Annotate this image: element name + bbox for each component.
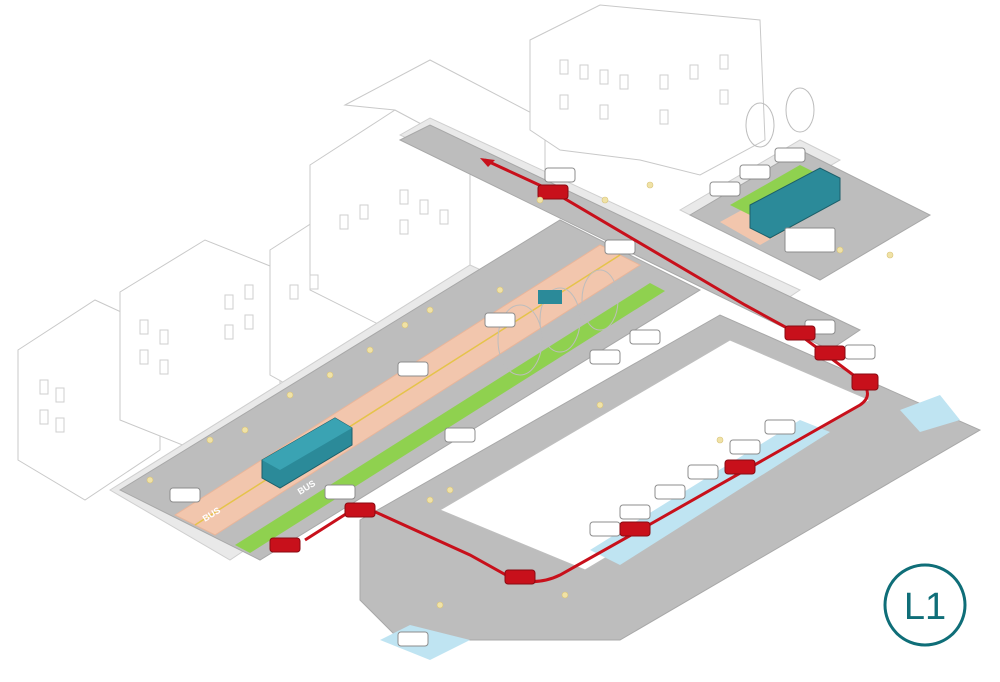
red-car-8 [345,503,375,517]
car-icon-8 [605,240,635,254]
red-car-5 [725,460,755,474]
car-icon-10 [710,182,740,196]
car-icon-7 [630,330,660,344]
red-car-7 [505,570,535,584]
red-car-2 [785,326,815,340]
red-car-3 [815,346,845,360]
car-icon-21 [398,632,428,646]
car-icon-4 [445,428,475,442]
red-car-6 [620,522,650,536]
building-6 [530,5,765,175]
car-icon-3 [398,362,428,376]
car-icon-19 [730,440,760,454]
car-icon-16 [620,505,650,519]
car-icon-14 [845,345,875,359]
car-icon-1 [170,488,200,502]
car-icon-20 [765,420,795,434]
badge-label: L1 [904,586,946,628]
car-icon-17 [655,485,685,499]
car-icon-2 [325,485,355,499]
car-icon-12 [775,148,805,162]
car-icon-18 [688,465,718,479]
red-car-9 [270,538,300,552]
tram-stop [538,290,562,304]
level-badge: L1 [885,565,965,645]
car-icon-11 [740,165,770,179]
car-icon-9 [545,168,575,182]
red-car-1 [538,185,568,199]
tree-5 [786,88,814,132]
car-icon-15 [590,522,620,536]
car-icon-6 [590,350,620,364]
car-icon-5 [485,313,515,327]
red-car-4 [852,374,878,390]
truck-icon [785,228,835,252]
